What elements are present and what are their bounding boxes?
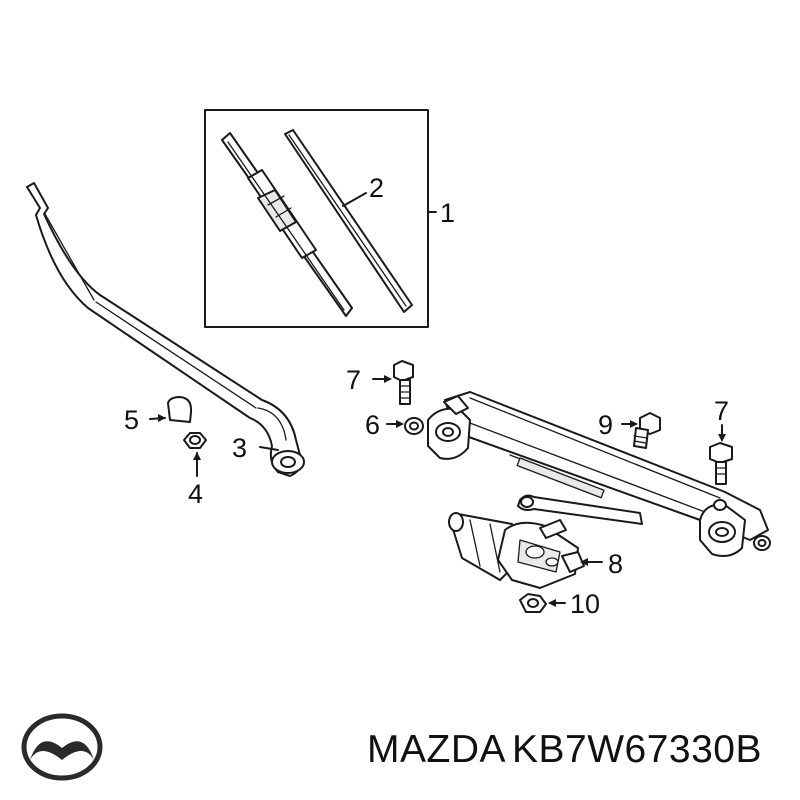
motor-nut [519,593,566,613]
callout-7-top: 7 [346,365,361,395]
callout-3: 3 [232,433,247,463]
wiper-blade-inset [204,109,437,328]
callout-10: 10 [570,589,600,619]
pivot-nut [183,432,207,477]
wiper-blade [221,132,353,317]
part-number: KB7W67330B [512,728,762,771]
callout-9: 9 [598,410,613,440]
bolt-7-right [709,424,733,485]
callout-8: 8 [608,549,623,579]
bolt-9 [621,412,661,449]
leader-3 [259,446,279,451]
leader-2 [342,192,367,207]
callout-2: 2 [369,173,384,203]
mazda-logo [21,713,103,781]
callout-4: 4 [188,479,203,509]
callout-7-right: 7 [714,396,729,426]
callout-5: 5 [124,405,139,435]
pivot-cap [149,396,193,423]
inset-frame [204,109,429,328]
callout-1: 1 [440,198,455,228]
brand-name: MAZDA [367,728,506,771]
wiper-linkage [386,391,771,557]
wiper-arm [26,182,305,477]
wiper-rubber-insert [284,129,413,313]
bolt-7-top [372,360,414,405]
wiper-motor [448,512,603,589]
callout-6: 6 [365,410,380,440]
footer-label: MAZDA KB7W67330B [367,728,762,771]
